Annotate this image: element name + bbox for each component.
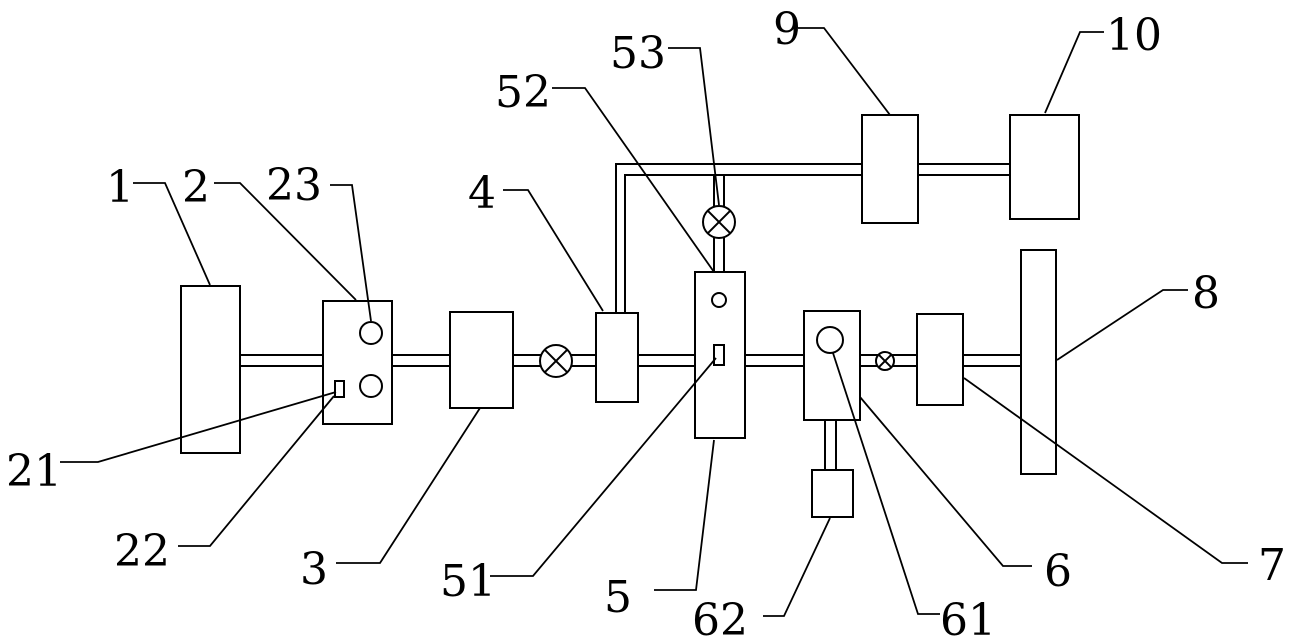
branch-pipe-outer: [615, 163, 862, 313]
label-9: 9: [773, 4, 801, 55]
label-62: 62: [692, 595, 748, 641]
leader-9: [798, 27, 891, 116]
leader-7: [963, 377, 1248, 564]
leader-61: [832, 352, 940, 615]
leader-lines: [60, 27, 1248, 617]
label-10: 10: [1106, 10, 1162, 61]
element-61-circle: [816, 326, 844, 354]
label-4: 4: [468, 168, 496, 219]
leader-5: [654, 439, 715, 591]
component-62: [811, 469, 854, 518]
label-7: 7: [1258, 540, 1286, 591]
leader-52: [552, 87, 715, 273]
leader-1: [133, 182, 211, 286]
label-22: 22: [114, 526, 170, 577]
leader-22: [178, 395, 335, 547]
leader-3: [336, 407, 481, 564]
component-9: [861, 114, 919, 224]
element-21-rect: [334, 380, 345, 398]
label-21: 21: [6, 446, 62, 497]
label-53: 53: [610, 28, 666, 79]
component-7: [916, 313, 964, 406]
label-3: 3: [300, 544, 328, 595]
label-8: 8: [1192, 268, 1220, 319]
label-61: 61: [940, 595, 996, 641]
leader-23: [330, 184, 372, 322]
leader-51: [490, 357, 717, 577]
sub-elements: [334, 292, 844, 398]
leader-2: [214, 182, 357, 301]
label-6: 6: [1044, 546, 1072, 597]
label-1: 1: [106, 162, 134, 213]
label-23: 23: [266, 160, 322, 211]
valve-small: [875, 351, 895, 371]
component-2: [322, 300, 393, 425]
component-10: [1009, 114, 1080, 220]
labels: 1 2 23 4 52 53 9 10 8 21 22 3 51 5 62 61…: [6, 4, 1286, 641]
leader-62: [763, 517, 831, 617]
valve-53: [702, 205, 736, 239]
component-8: [1020, 249, 1057, 475]
branch-pipe-inner: [624, 174, 862, 313]
label-51: 51: [440, 556, 496, 607]
label-2: 2: [182, 162, 210, 213]
component-1: [180, 285, 241, 454]
leader-4: [503, 189, 604, 312]
element-23-circle: [359, 321, 383, 345]
element-52-circle: [711, 292, 727, 308]
leader-8: [1056, 289, 1188, 361]
label-52: 52: [495, 67, 551, 118]
leader-21: [60, 391, 337, 463]
valve-main: [539, 344, 573, 378]
element-51-rect: [713, 344, 725, 366]
component-3: [449, 311, 514, 409]
leader-10: [1044, 31, 1104, 114]
leader-6: [859, 396, 1032, 567]
label-5: 5: [604, 572, 632, 623]
component-4: [595, 312, 639, 403]
element-22-circle: [359, 374, 383, 398]
leader-53: [668, 47, 720, 206]
